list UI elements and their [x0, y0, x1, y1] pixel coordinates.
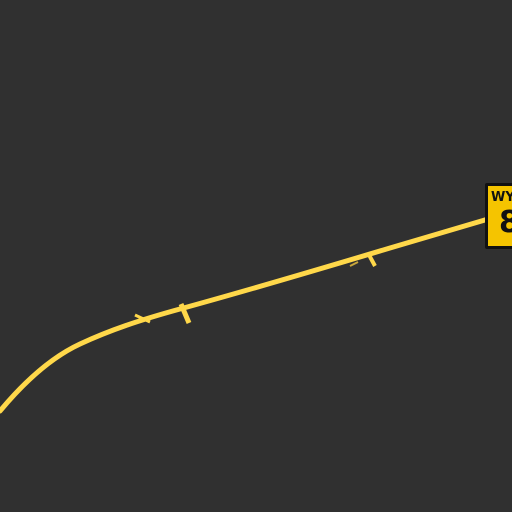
route-shield[interactable]: WYO 8 [485, 183, 512, 249]
highway-road[interactable] [0, 209, 512, 414]
route-shield-state-label: WYO [491, 190, 512, 205]
highway-line [0, 209, 512, 414]
road-tick-marker [349, 261, 359, 267]
bridge-markers [134, 252, 377, 324]
bridge-marker [178, 303, 192, 324]
route-shield-body [488, 186, 512, 246]
route-shield-number: 8 [499, 205, 512, 240]
bridge-marker [366, 252, 377, 267]
road-tick-marker [134, 313, 151, 324]
